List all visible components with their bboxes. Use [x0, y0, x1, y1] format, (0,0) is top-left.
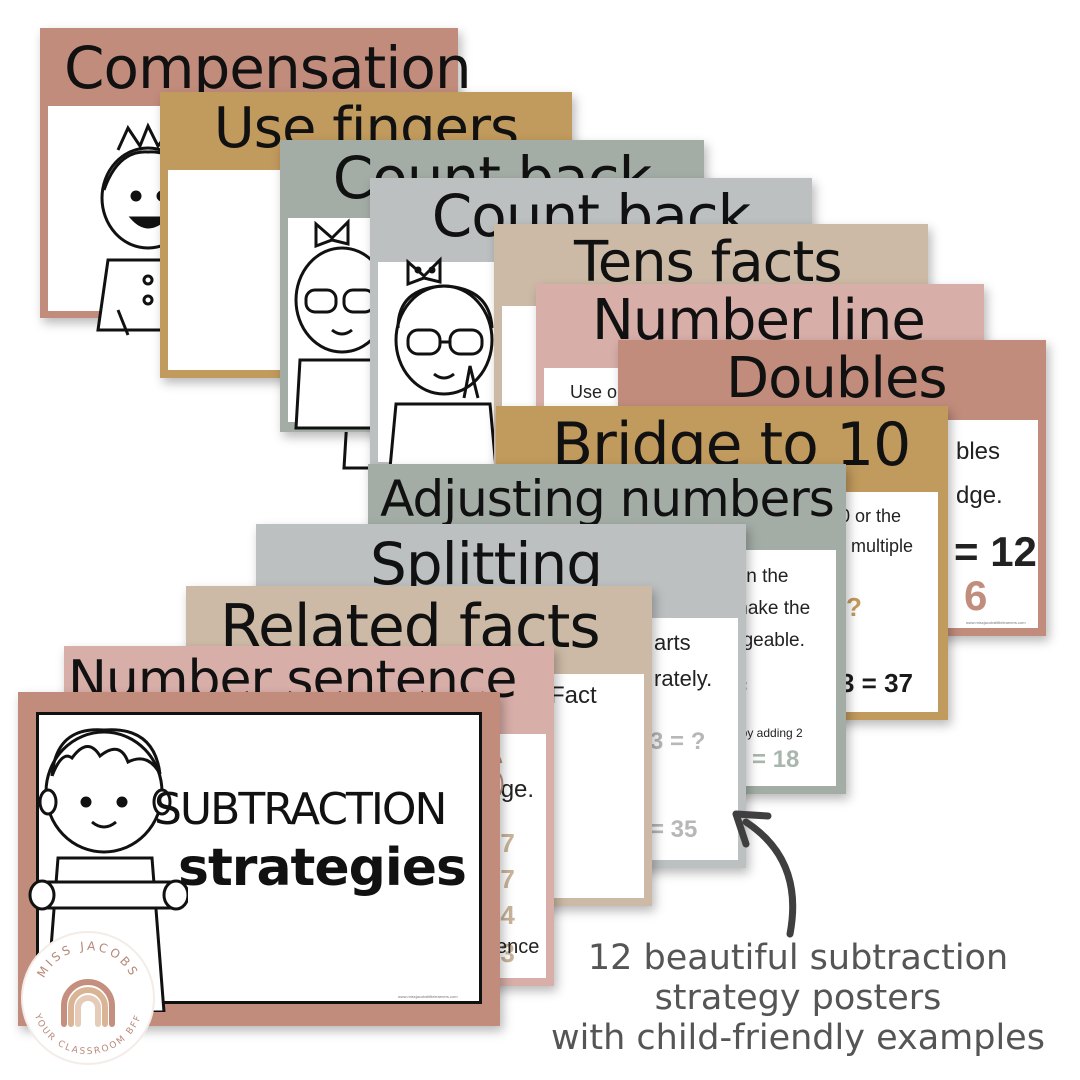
miss-jacobs-logo: MISS JACOBS YOUR CLASSROOM BFF: [21, 931, 155, 1065]
poster-panel: Fact: [546, 674, 644, 898]
value-fragment: 3 = ?: [650, 728, 706, 755]
promo-caption: 12 beautiful subtraction strategy poster…: [538, 938, 1058, 1058]
text-fragment: dge.: [956, 482, 1003, 509]
text-fragment: Fact: [550, 682, 597, 709]
value-fragment: 3 = 37: [840, 668, 914, 698]
text-fragment: in the: [742, 566, 789, 587]
rainbow-icon: [61, 979, 115, 1027]
value-fragment: 6: [964, 572, 988, 619]
curved-arrow-icon: [732, 810, 797, 938]
text-fragment: Use o: [570, 382, 618, 402]
text-fragment: bles: [956, 438, 1001, 465]
poster-title: Doubles: [726, 346, 948, 411]
poster-title: Compensation: [64, 34, 472, 102]
value-fragment: = 35: [650, 816, 698, 843]
caption-line-3: with child-friendly examples: [551, 1018, 1045, 1058]
cover-title-line2: strategies: [178, 838, 467, 898]
poster-panel: 0 or the r multiple ? 3 = 37: [836, 492, 938, 712]
text-fragment: r multiple: [840, 536, 914, 556]
text-fragment: 0 or the: [840, 506, 902, 526]
value-fragment: ?: [846, 592, 862, 622]
text-fragment: rately.: [654, 666, 713, 691]
text-fragment: ngeable.: [732, 630, 805, 651]
value-fragment: = 12: [954, 528, 1037, 575]
poster-panel: arts rately. 3 = ? = 35: [646, 618, 738, 860]
poster-title: Adjusting numbers: [380, 470, 835, 528]
poster-panel: [168, 170, 288, 370]
poster-cover: SUBTRACTION strategies www.missjacobslit…: [18, 692, 500, 1026]
text-fragment: t by adding 2: [734, 726, 803, 740]
cover-title-line1: SUBTRACTION: [154, 784, 447, 835]
website-text: www.missjacobslittlelearners.com: [966, 620, 1026, 625]
text-fragment: arts: [654, 630, 691, 655]
text-fragment: make the: [732, 598, 811, 619]
girl-thinking-illustration: [388, 256, 498, 470]
text-fragment: ence: [496, 936, 540, 958]
caption-line-2: strategy posters: [654, 978, 942, 1018]
girl-glasses-illustration: [294, 218, 390, 430]
caption-line-1: 12 beautiful subtraction: [587, 938, 1009, 978]
website-text: www.missjacobslittlelearners.com: [398, 994, 458, 999]
